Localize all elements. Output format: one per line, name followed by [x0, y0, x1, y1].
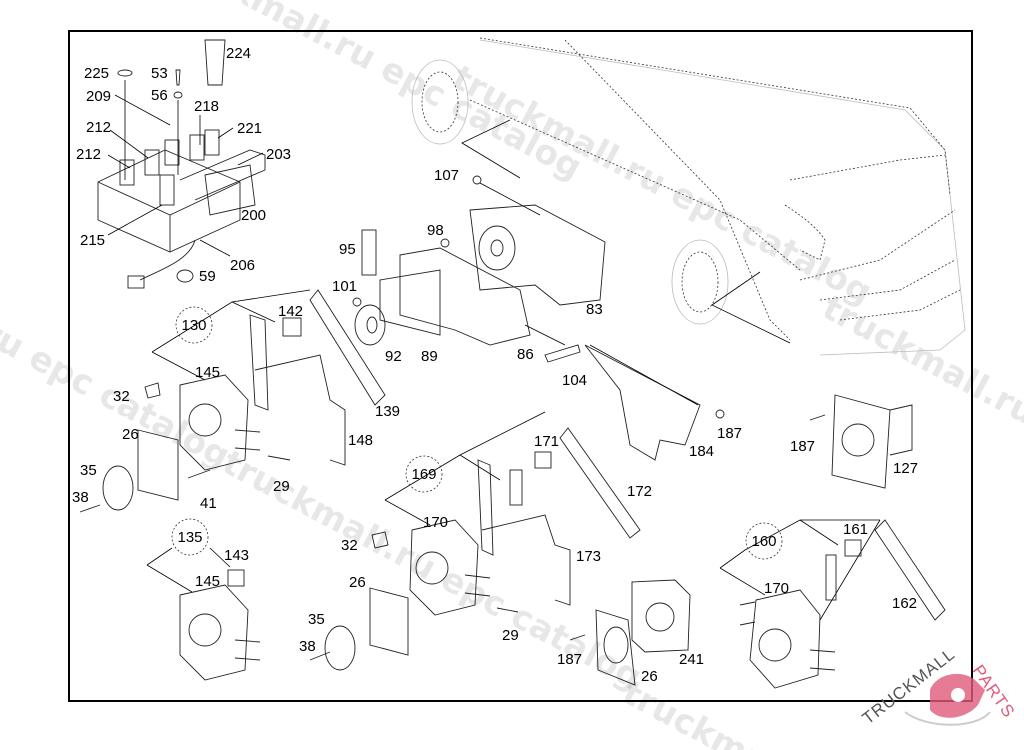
- part-callouts: 224 225 53 56 209 218 221 212 212 203 20…: [72, 45, 918, 685]
- callout-29[interactable]: 29: [273, 478, 290, 495]
- callout-59[interactable]: 59: [199, 268, 216, 285]
- callout-148[interactable]: 148: [348, 432, 373, 449]
- callout-218[interactable]: 218: [194, 98, 219, 115]
- callout-145[interactable]: 145: [195, 364, 220, 381]
- truckmall-parts-logo: TRUCKMALL PARTS: [859, 644, 1019, 728]
- callout-187[interactable]: 187: [790, 438, 815, 455]
- group-169: [309, 411, 641, 671]
- callout-26[interactable]: 26: [349, 574, 366, 591]
- group-callout-circle: [175, 306, 213, 344]
- callout-225[interactable]: 225: [84, 65, 109, 82]
- callout-172[interactable]: 172: [627, 483, 652, 500]
- callout-173[interactable]: 173: [576, 548, 601, 565]
- group-callout-130[interactable]: 130: [181, 317, 206, 334]
- callout-139[interactable]: 139: [375, 403, 400, 420]
- callout-26[interactable]: 26: [122, 426, 139, 443]
- group-135: [146, 547, 261, 681]
- callout-170[interactable]: 170: [764, 580, 789, 597]
- callout-142[interactable]: 142: [278, 303, 303, 320]
- bottom-center-parts: [569, 579, 691, 686]
- callout-86[interactable]: 86: [517, 346, 534, 363]
- callout-56[interactable]: 56: [151, 87, 168, 104]
- callout-200[interactable]: 200: [241, 207, 266, 224]
- callout-187[interactable]: 187: [557, 651, 582, 668]
- group-160: [719, 519, 946, 689]
- callout-101[interactable]: 101: [332, 278, 357, 295]
- callout-98[interactable]: 98: [427, 222, 444, 239]
- callout-32[interactable]: 32: [341, 537, 358, 554]
- callout-171[interactable]: 171: [534, 433, 559, 450]
- callout-29[interactable]: 29: [502, 627, 519, 644]
- callout-107[interactable]: 107: [434, 167, 459, 184]
- diagram-frame: [68, 30, 973, 702]
- callout-161[interactable]: 161: [843, 521, 868, 538]
- callout-35[interactable]: 35: [80, 462, 97, 479]
- bracket-assembly: [352, 175, 606, 363]
- callout-92[interactable]: 92: [385, 348, 402, 365]
- callout-104[interactable]: 104: [562, 372, 587, 389]
- gear-hole: [951, 688, 965, 702]
- callout-203[interactable]: 203: [266, 146, 291, 163]
- valve-block-assembly: [97, 39, 266, 289]
- callout-38[interactable]: 38: [72, 489, 89, 506]
- callout-187[interactable]: 187: [717, 425, 742, 442]
- callout-53[interactable]: 53: [151, 65, 168, 82]
- group-callouts: 130 135 169 160: [171, 306, 783, 560]
- callout-83[interactable]: 83: [586, 301, 603, 318]
- group-callout-circle: [745, 522, 783, 560]
- callout-221[interactable]: 221: [237, 120, 262, 137]
- callout-209[interactable]: 209: [86, 88, 111, 105]
- vehicle-outline: [411, 37, 966, 356]
- group-callout-circle: [171, 518, 209, 556]
- callout-212[interactable]: 212: [76, 146, 101, 163]
- logo-swoosh: [904, 711, 991, 726]
- watermark: truckmall.ru epc catalog: [446, 58, 878, 313]
- callout-212[interactable]: 212: [86, 119, 111, 136]
- callout-206[interactable]: 206: [230, 257, 255, 274]
- callout-26[interactable]: 26: [641, 668, 658, 685]
- callout-162[interactable]: 162: [892, 595, 917, 612]
- callout-215[interactable]: 215: [80, 232, 105, 249]
- callout-35[interactable]: 35: [308, 611, 325, 628]
- right-parts: [584, 344, 913, 489]
- group-callout-circle: [405, 455, 443, 493]
- watermark: truckmall.ru epc catalog: [816, 288, 1024, 543]
- group-callout-160[interactable]: 160: [751, 533, 776, 550]
- callout-170[interactable]: 170: [423, 514, 448, 531]
- callout-89[interactable]: 89: [421, 348, 438, 365]
- callout-145[interactable]: 145: [195, 573, 220, 590]
- group-callout-169[interactable]: 169: [411, 466, 436, 483]
- callout-143[interactable]: 143: [224, 547, 249, 564]
- group-130: [79, 289, 386, 513]
- callout-184[interactable]: 184: [689, 443, 714, 460]
- callout-32[interactable]: 32: [113, 388, 130, 405]
- group-callout-135[interactable]: 135: [177, 529, 202, 546]
- callout-41[interactable]: 41: [200, 495, 217, 512]
- callout-224[interactable]: 224: [226, 45, 251, 62]
- callout-38[interactable]: 38: [299, 638, 316, 655]
- callout-95[interactable]: 95: [339, 241, 356, 258]
- callout-241[interactable]: 241: [679, 651, 704, 668]
- callout-127[interactable]: 127: [893, 460, 918, 477]
